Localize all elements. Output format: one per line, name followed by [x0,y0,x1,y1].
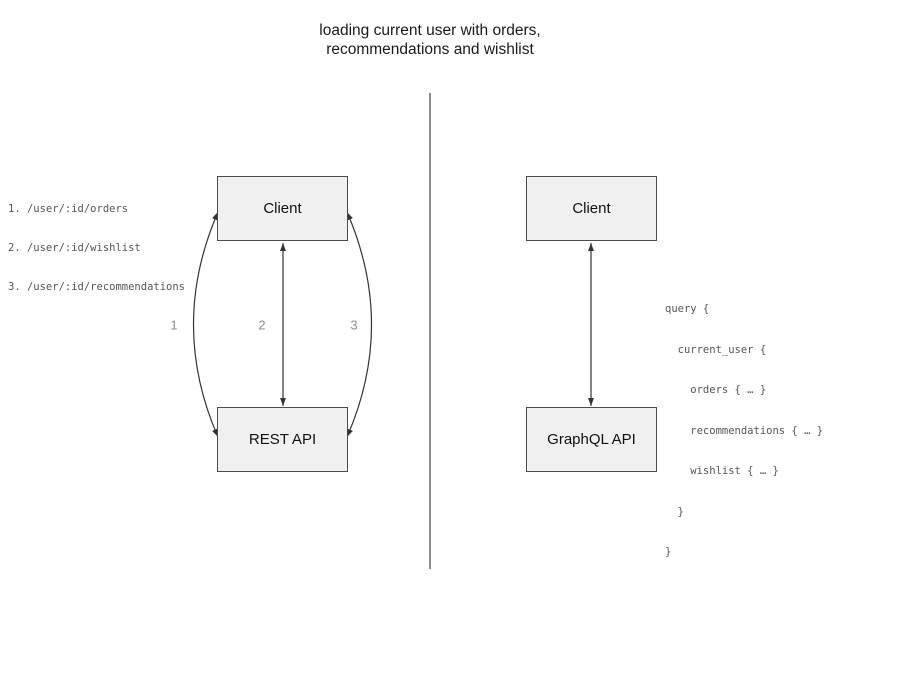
rest-client-box: Client [217,176,348,241]
arrow-label-3: 3 [350,317,358,333]
graphql-query-snippet: query { current_user { orders { … } reco… [665,276,823,587]
rest-api-box: REST API [217,407,348,472]
query-line: orders { … } [665,384,767,396]
rest-api-label: REST API [248,431,317,448]
query-line: current_user { [665,343,767,356]
title-line-2: recommendations and wishlist [326,41,534,58]
graphql-api-label: GraphQL API [547,431,636,448]
endpoint-orders: 1. /user/:id/orders [8,203,129,215]
endpoint-wishlist: 2. /user/:id/wishlist [8,242,141,254]
arrow-label-2: 2 [258,317,266,333]
query-line: } [665,546,672,558]
rest-arrow-1-curve [192,211,219,438]
title-line-1: loading current user with orders, [319,22,541,39]
query-line: } [665,505,684,518]
endpoint-recommendations: 3. /user/:id/recommendations [8,281,186,293]
query-line: wishlist { … } [665,465,779,477]
query-line: recommendations { … } [665,424,824,437]
graphql-api-box: GraphQL API [526,407,657,472]
graphql-client-label: Client [572,200,611,217]
arrow-label-1: 1 [170,317,178,333]
diagram-title: loading current user with orders, recomm… [230,21,630,59]
rest-client-label: Client [263,200,302,217]
rest-endpoint-list: 1. /user/:id/orders 2. /user/:id/wishlis… [8,177,185,320]
graphql-client-box: Client [526,176,657,241]
query-line: query { [665,303,710,315]
